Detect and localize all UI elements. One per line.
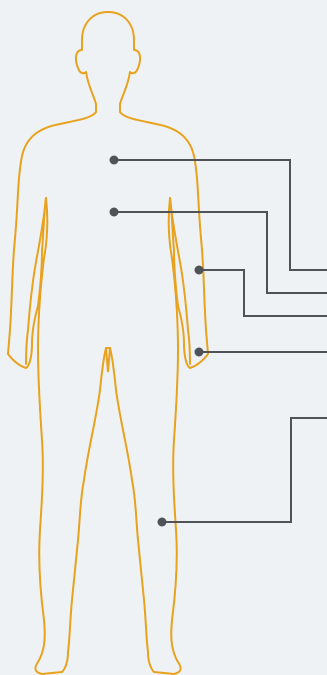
callout-line-abdomen	[114, 211, 327, 294]
callout-line-left-lower-leg	[162, 417, 327, 523]
callout-dot-left-forearm	[194, 265, 204, 275]
callout-dot-chest	[109, 155, 119, 165]
callout-dot-left-hand	[194, 347, 204, 357]
callout-dot-left-lower-leg	[157, 517, 167, 527]
leg-gap-line	[105, 347, 111, 373]
left-arm-inner-line	[25, 197, 47, 365]
callout-line-chest	[114, 159, 327, 271]
callout-line-left-forearm	[199, 269, 327, 317]
human-body-outline-icon	[7, 11, 209, 675]
right-arm-inner-line	[169, 197, 191, 365]
callout-dot-abdomen	[109, 207, 119, 217]
